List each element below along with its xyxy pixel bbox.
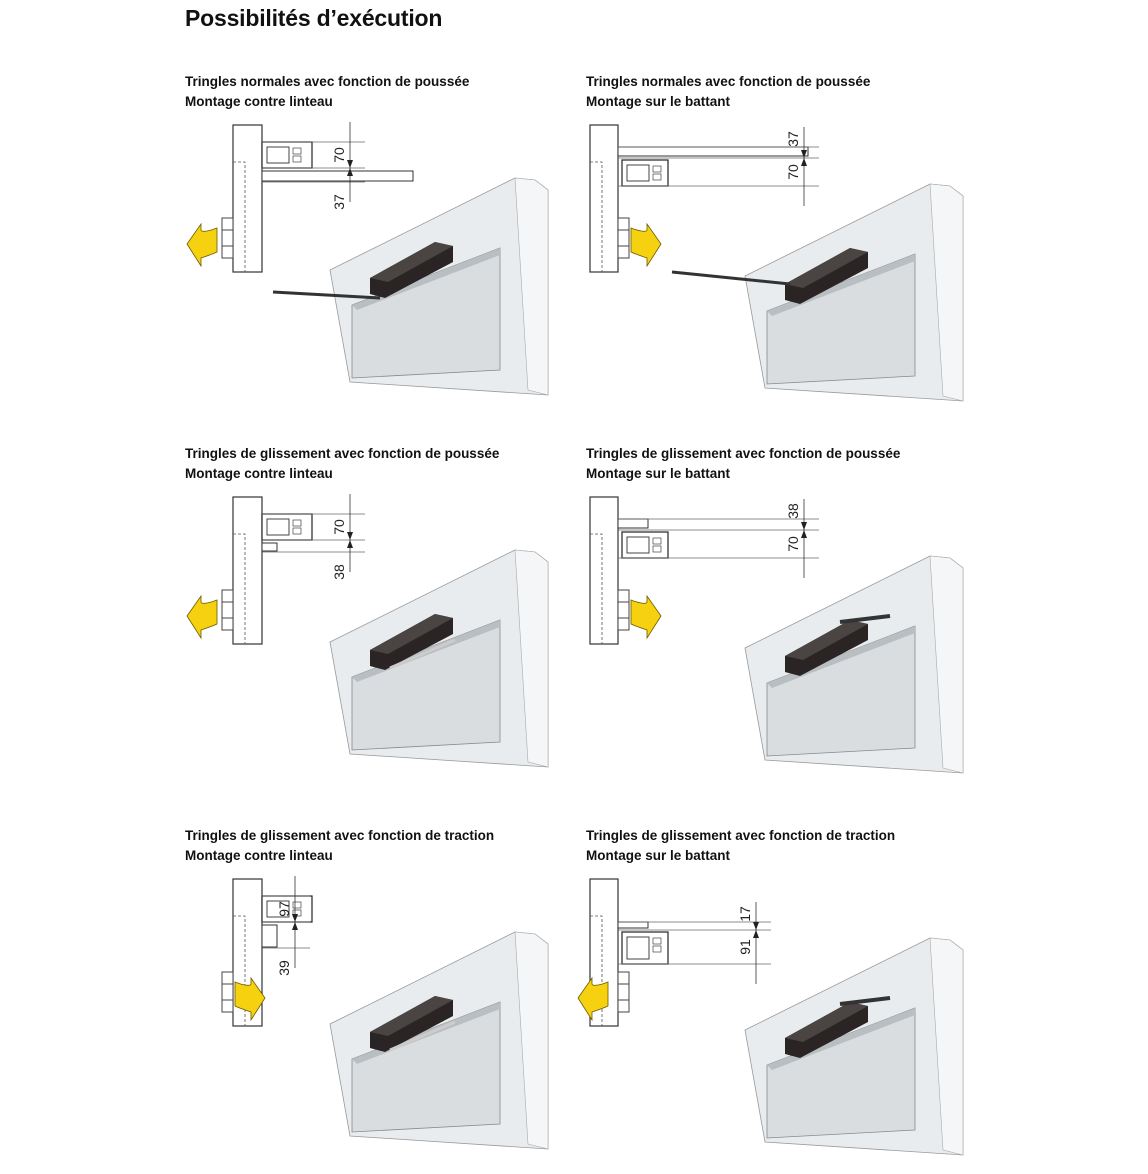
door-illustration: [671, 183, 964, 402]
dimension-label: 70: [331, 147, 347, 163]
door-illustration: [744, 555, 964, 774]
closer-body-icon: [370, 614, 453, 670]
hinge-icon: [221, 217, 234, 259]
dimension-label: 37: [331, 194, 347, 210]
door-closer-diagram: 38 70: [589, 496, 964, 774]
dimension-label: 37: [785, 131, 801, 147]
door-illustration: [272, 177, 549, 396]
door-closer-diagram: 70 38: [186, 494, 549, 768]
closer-schematic: [617, 921, 669, 965]
closer-schematic: [617, 146, 809, 187]
panel-subtitle: Montage sur le battant: [586, 93, 731, 109]
variant-panel: Tringles de glissement avec fonction de …: [185, 826, 585, 1150]
door-closer-diagram: 70 37: [186, 122, 549, 396]
closer-body-icon: [785, 248, 868, 304]
door-closer-diagram: 37 70: [589, 124, 964, 402]
door-illustration: [329, 549, 549, 768]
wall-section: [589, 496, 619, 645]
closer-body-icon: [370, 996, 453, 1052]
variant-panel: Tringles de glissement avec fonction de …: [185, 444, 585, 768]
dimension-label: 38: [331, 564, 347, 580]
variant-panel: Tringles de glissement avec fonction de …: [577, 826, 986, 1156]
page-title: Possibilités d’exécution: [185, 5, 443, 31]
swing-direction-arrow-icon: [186, 594, 218, 640]
closer-schematic: [261, 141, 414, 182]
swing-direction-arrow-icon: [630, 222, 662, 268]
closer-schematic: [617, 518, 669, 559]
door-illustration: [329, 931, 549, 1150]
dimension-label: 38: [785, 503, 801, 519]
closer-schematic: [261, 513, 313, 552]
dimension-label: 70: [785, 536, 801, 552]
panel-subtitle: Montage contre linteau: [185, 465, 333, 481]
swing-direction-arrow-icon: [630, 594, 662, 640]
wall-section: [232, 124, 263, 273]
hinge-icon: [617, 971, 630, 1013]
hinge-icon: [221, 589, 234, 631]
variant-panel: Tringles de glissement avec fonction de …: [586, 444, 986, 774]
closer-body-icon: [370, 242, 453, 298]
dimension-label: 17: [737, 906, 753, 922]
panel-title: Tringles de glissement avec fonction de …: [185, 828, 495, 843]
panel-subtitle: Montage contre linteau: [185, 93, 333, 109]
panel-title: Tringles normales avec fonction de pouss…: [185, 74, 470, 89]
hinge-icon: [221, 971, 234, 1013]
dimension-label: 91: [737, 939, 753, 955]
variant-panel: Tringles normales avec fonction de pouss…: [586, 72, 986, 402]
panel-title: Tringles normales avec fonction de pouss…: [586, 74, 871, 89]
dimension-label: 39: [276, 960, 292, 976]
dimension-label: 97: [276, 901, 292, 917]
door-closer-diagram: 97 39: [221, 876, 549, 1150]
swing-direction-arrow-icon: [186, 222, 218, 268]
wall-section: [232, 496, 263, 645]
hinge-icon: [617, 589, 630, 631]
swing-direction-arrow-icon: [234, 976, 266, 1022]
panel-subtitle: Montage sur le battant: [586, 847, 731, 863]
door-illustration: [744, 937, 964, 1156]
panel-title: Tringles de glissement avec fonction de …: [185, 446, 500, 461]
closer-body-icon: [785, 1002, 868, 1058]
dimension-label: 70: [785, 164, 801, 180]
closer-body-icon: [785, 620, 868, 676]
wall-section: [589, 124, 619, 273]
panel-title: Tringles de glissement avec fonction de …: [586, 828, 896, 843]
swing-direction-arrow-icon: [577, 976, 609, 1022]
panel-title: Tringles de glissement avec fonction de …: [586, 446, 901, 461]
panel-subtitle: Montage contre linteau: [185, 847, 333, 863]
variant-panel: Tringles normales avec fonction de pouss…: [185, 72, 585, 396]
dimension-label: 70: [331, 519, 347, 535]
panel-subtitle: Montage sur le battant: [586, 465, 731, 481]
hinge-icon: [617, 217, 630, 259]
